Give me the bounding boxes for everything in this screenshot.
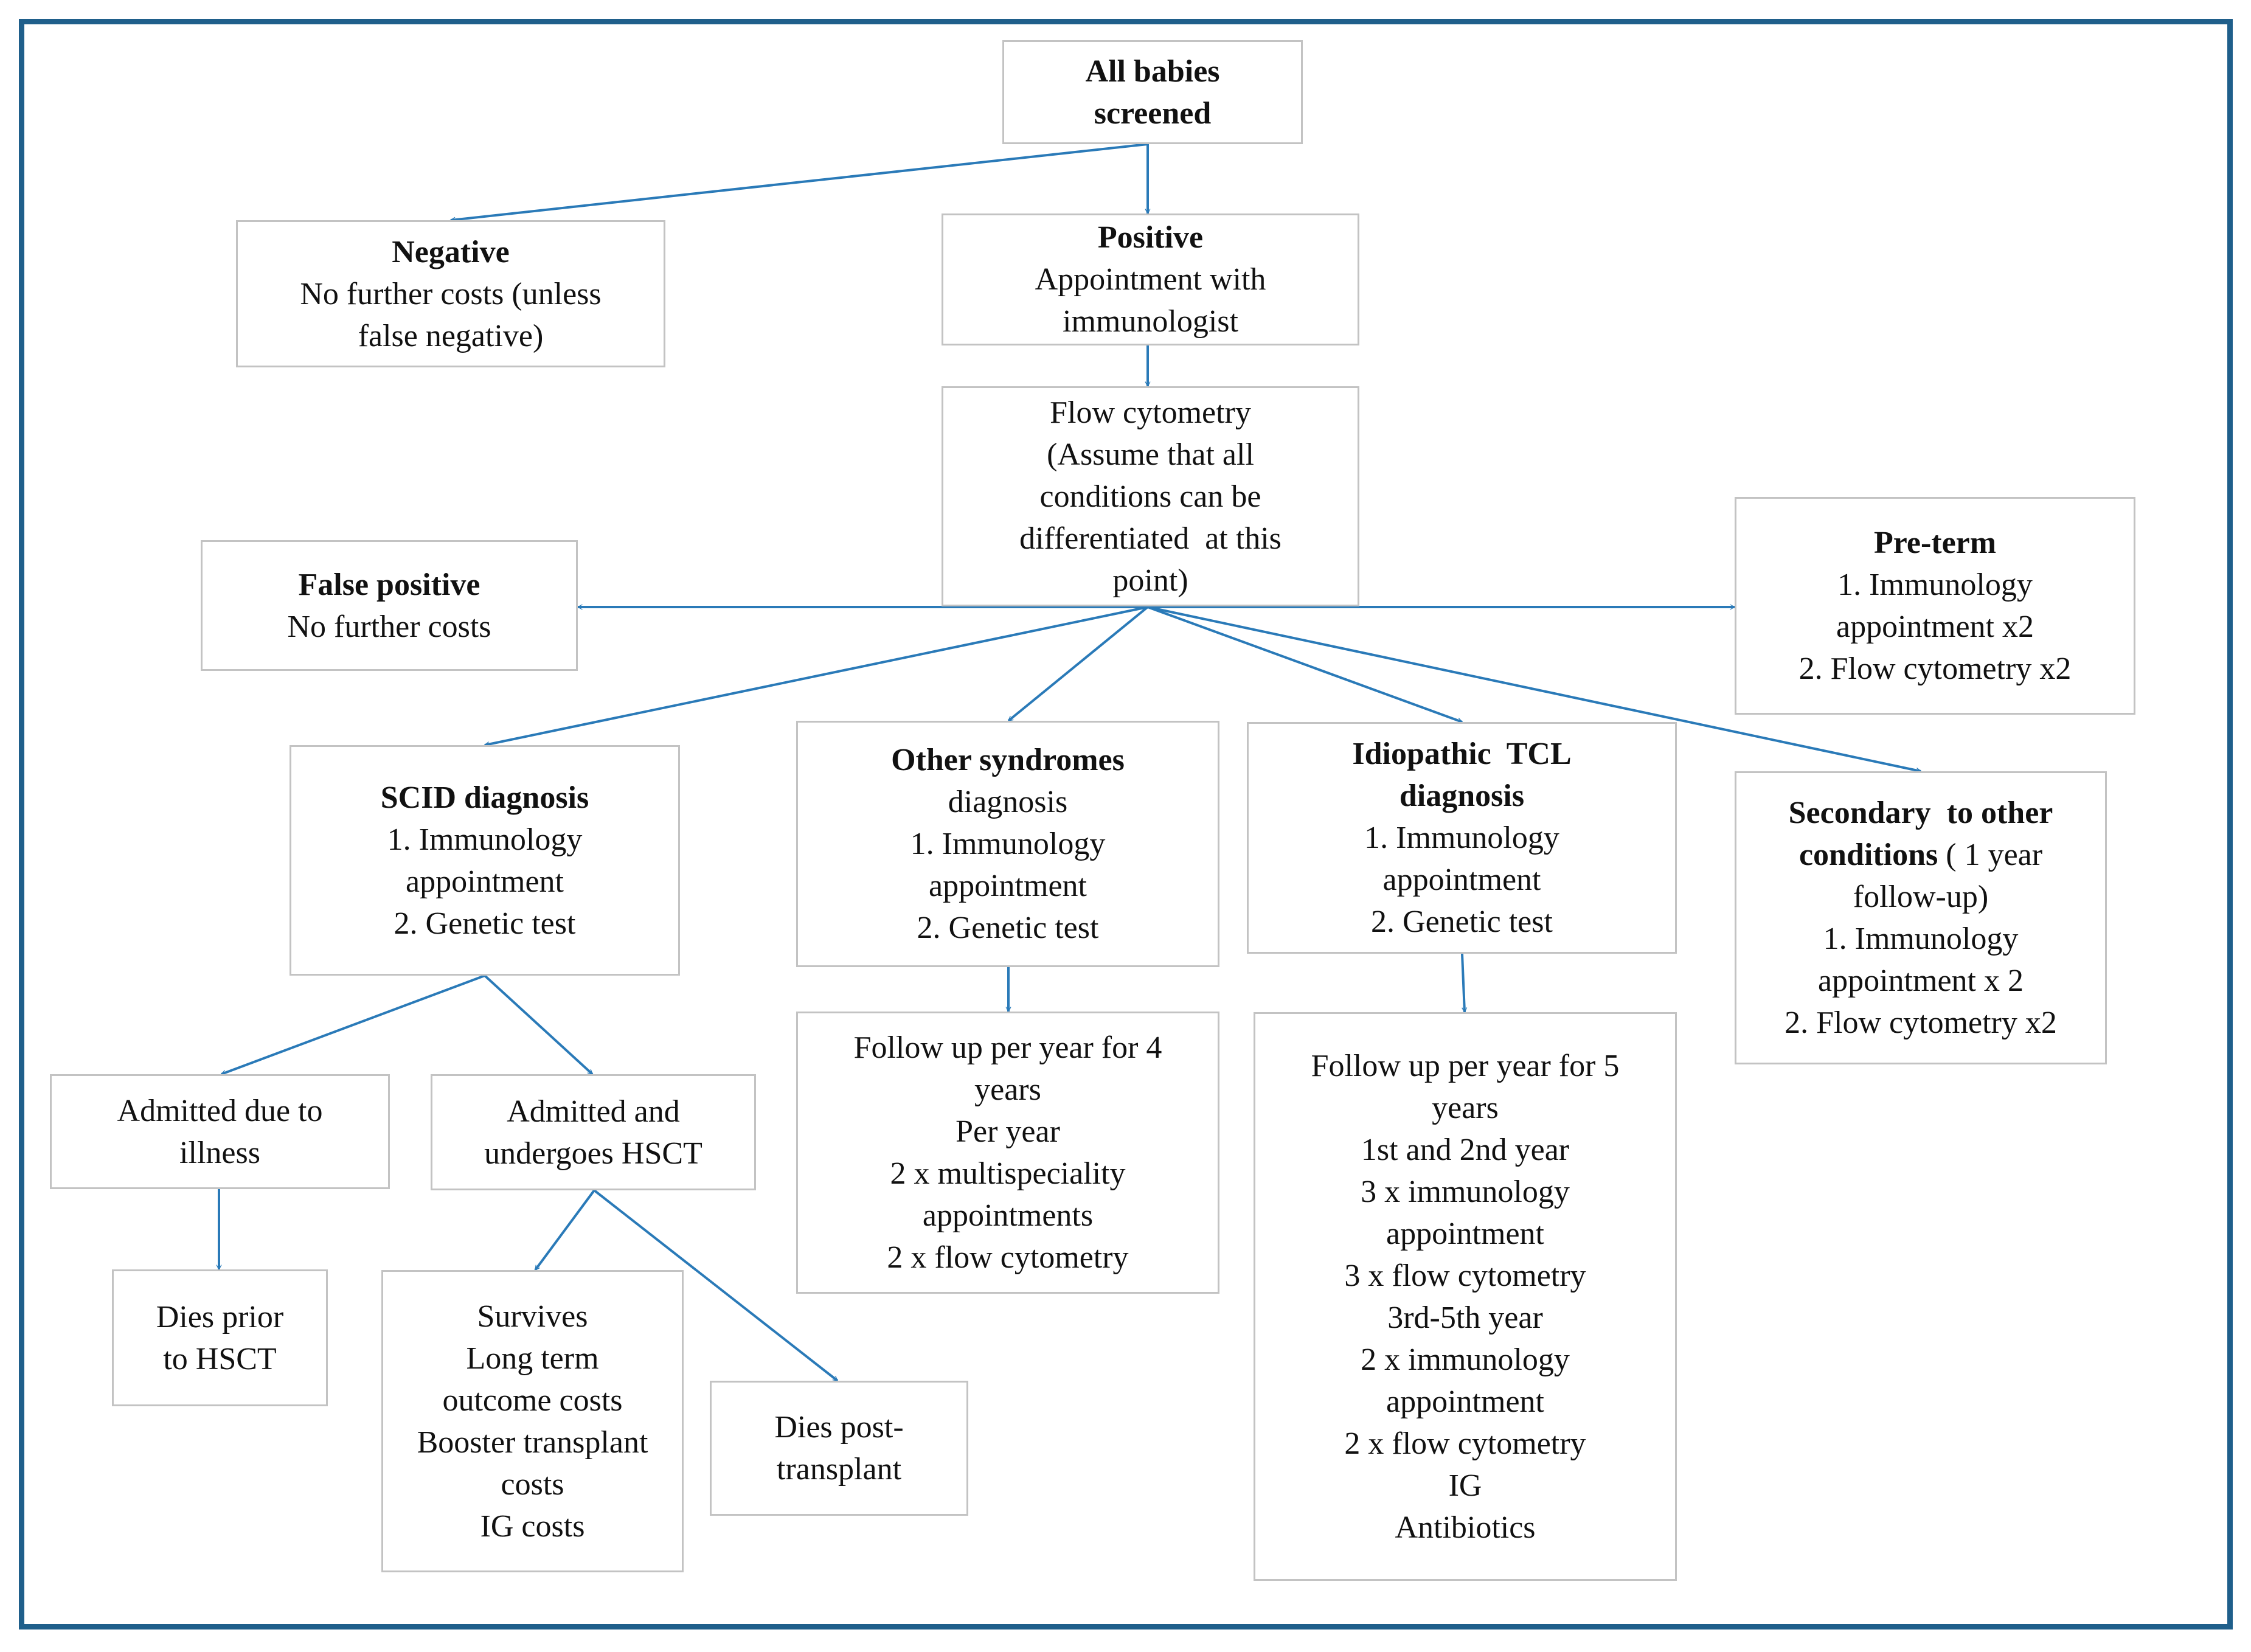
node-line: 2 x flow cytometry <box>887 1240 1129 1275</box>
node-line: appointment <box>1382 862 1541 897</box>
node-admitted-illness: Admitted due to illness <box>50 1074 390 1189</box>
node-dies-prior-hsct: Dies prior to HSCT <box>112 1269 328 1406</box>
node-line: Dies prior <box>156 1299 284 1334</box>
node-line: 3 x flow cytometry <box>1344 1258 1586 1293</box>
node-line: conditions can be <box>1039 479 1261 514</box>
arrow-scid-to-admitted-hsct <box>484 974 592 1075</box>
node-line: 1. Immunology <box>1837 567 2033 602</box>
node-survives: Survives Long term outcome costs Booster… <box>381 1270 684 1572</box>
node-line: (Assume that all <box>1047 437 1254 472</box>
node-line: 2 x flow cytometry <box>1344 1426 1586 1461</box>
node-title: All babies screened <box>1085 54 1220 131</box>
arrow-idiopathic-to-followup <box>1461 953 1465 1012</box>
node-followup-5-years: Follow up per year for 5 years 1st and 2… <box>1254 1012 1677 1581</box>
node-line: undergoes HSCT <box>484 1136 702 1171</box>
node-title: SCID diagnosis <box>380 780 589 815</box>
node-line: 1st and 2nd year <box>1361 1132 1570 1167</box>
node-scid-diagnosis: SCID diagnosis 1. Immunology appointment… <box>290 745 680 976</box>
node-line: Booster transplant <box>417 1425 648 1460</box>
node-admitted-hsct: Admitted and undergoes HSCT <box>431 1074 756 1190</box>
node-line: Appointment with <box>1035 262 1266 297</box>
node-title: False positive <box>298 567 480 602</box>
node-line: Follow up per year for 4 <box>853 1030 1162 1065</box>
arrow-screened-to-negative <box>451 143 1148 220</box>
node-line: appointment <box>929 869 1087 903</box>
node-title: Secondary to other conditions <box>1788 796 2061 872</box>
node-title: Pre-term <box>1873 526 1997 560</box>
node-line: diagnosis <box>948 785 1068 819</box>
node-line: appointment <box>1386 1384 1544 1419</box>
node-line: immunologist <box>1063 304 1238 339</box>
node-line: 1. Immunology <box>1364 821 1559 855</box>
node-line: false negative) <box>358 318 544 353</box>
arrow-flow-to-secondary <box>1147 606 1921 771</box>
node-line: No further costs <box>287 609 491 644</box>
node-line: Admitted due to <box>117 1093 323 1128</box>
node-line: 3rd-5th year <box>1387 1300 1543 1335</box>
node-line: No further costs (unless <box>300 276 602 311</box>
node-line: appointment x2 <box>1836 609 2034 644</box>
node-line: appointment x 2 <box>1818 963 2024 998</box>
node-line: appointment <box>406 864 564 899</box>
node-line: appointment <box>1386 1216 1544 1251</box>
arrow-flow-to-scid <box>485 606 1148 745</box>
node-line: Antibiotics <box>1395 1510 1536 1545</box>
node-line: Follow up per year for 5 <box>1311 1048 1620 1083</box>
node-line: 1. Immunology <box>910 827 1106 861</box>
node-line: differentiated at this <box>1019 521 1282 556</box>
node-line: IG <box>1448 1468 1482 1503</box>
arrow-flow-to-other-syndromes <box>1008 606 1149 722</box>
node-line: 3 x immunology <box>1361 1174 1570 1209</box>
node-line: 2 x multispeciality <box>890 1156 1126 1191</box>
node-pre-term: Pre-term 1. Immunology appointment x2 2.… <box>1735 497 2135 715</box>
node-title: Other syndromes <box>891 743 1125 777</box>
node-line: transplant <box>776 1452 902 1487</box>
arrow-hsct-to-survives <box>534 1189 595 1270</box>
node-title-wrap: Secondary to other conditions ( 1 year f… <box>1763 792 2079 918</box>
node-line: 2 x immunology <box>1361 1342 1570 1377</box>
node-line: to HSCT <box>163 1341 277 1376</box>
node-line: IG costs <box>480 1508 585 1544</box>
node-idiopathic-tcl: Idiopathic TCL diagnosis 1. Immunology a… <box>1247 722 1677 954</box>
node-title-suffix: ( 1 year follow-up) <box>1853 838 2051 914</box>
node-line: years <box>974 1072 1041 1107</box>
node-line: Admitted and <box>507 1094 680 1129</box>
node-line: outcome costs <box>442 1383 623 1418</box>
node-other-syndromes: Other syndromes diagnosis 1. Immunology … <box>796 721 1219 967</box>
node-line: 2. Flow cytometry x2 <box>1798 651 2072 686</box>
node-line: point) <box>1112 563 1188 598</box>
node-positive: Positive Appointment with immunologist <box>942 213 1359 345</box>
node-line: 1. Immunology <box>1823 921 2019 956</box>
node-all-babies-screened: All babies screened <box>1002 40 1303 144</box>
node-line: Flow cytometry <box>1050 395 1251 430</box>
arrow-scid-to-admitted-illness <box>221 974 485 1075</box>
node-line: illness <box>179 1135 260 1170</box>
node-line: 2. Genetic test <box>394 906 576 941</box>
arrow-flow-to-idiopathic <box>1147 606 1462 723</box>
node-line: 2. Genetic test <box>1371 904 1553 939</box>
node-followup-4-years: Follow up per year for 4 years Per year … <box>796 1012 1219 1294</box>
node-line: years <box>1432 1090 1499 1125</box>
node-line: 1. Immunology <box>387 822 583 857</box>
node-line: costs <box>501 1466 564 1502</box>
node-title: Negative <box>392 234 510 269</box>
node-secondary-conditions: Secondary to other conditions ( 1 year f… <box>1735 771 2107 1064</box>
node-line: appointments <box>922 1198 1094 1233</box>
node-line: Dies post- <box>774 1410 904 1445</box>
node-title: Idiopathic TCL diagnosis <box>1352 737 1580 813</box>
node-flow-cytometry: Flow cytometry (Assume that all conditio… <box>942 386 1359 606</box>
node-line: Survives <box>477 1299 588 1334</box>
node-title: Positive <box>1097 220 1204 255</box>
node-dies-post-transplant: Dies post- transplant <box>710 1381 968 1516</box>
node-false-positive: False positive No further costs <box>201 540 578 671</box>
node-line: 2. Flow cytometry x2 <box>1784 1005 2057 1040</box>
node-line: 2. Genetic test <box>917 911 1099 945</box>
node-line: Long term <box>466 1341 599 1376</box>
node-negative: Negative No further costs (unless false … <box>236 220 665 367</box>
node-line: Per year <box>956 1114 1060 1149</box>
arrow-hsct-to-dies-post <box>593 1189 838 1382</box>
